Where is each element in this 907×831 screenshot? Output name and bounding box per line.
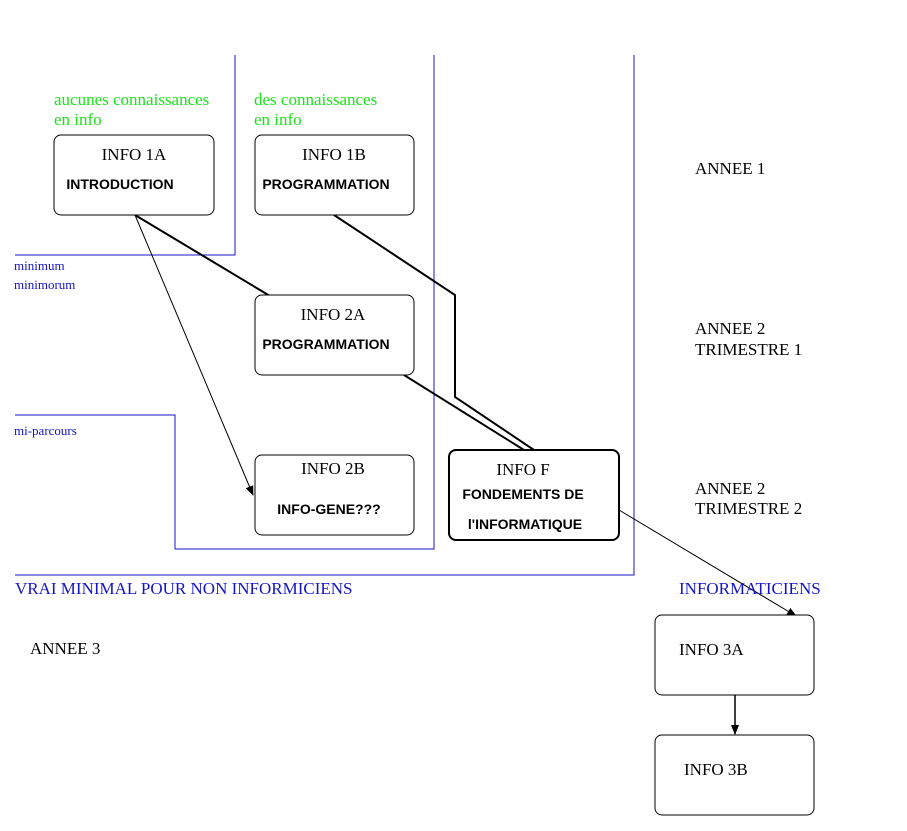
level-frames xyxy=(15,55,635,576)
course-code: INFO F xyxy=(496,460,549,479)
course-code: INFO 1A xyxy=(102,145,167,164)
course-subtitle: PROGRAMMATION xyxy=(262,336,389,352)
course-code: INFO 3A xyxy=(679,640,744,659)
course-code: INFO 2B xyxy=(301,459,365,478)
edge-info2a-infof xyxy=(403,374,525,451)
minimum-label-line1: minimum xyxy=(14,258,65,273)
minimum-frame xyxy=(15,55,236,256)
edge-info1b-infof xyxy=(333,214,535,451)
course-info2a: INFO 2A PROGRAMMATION xyxy=(254,294,415,376)
course-box xyxy=(254,134,415,216)
minimum-label-line2: minimorum xyxy=(14,277,75,292)
informaticiens-label: INFORMATICIENS xyxy=(679,579,821,598)
course-subtitle-line1: FONDEMENTS DE xyxy=(462,486,583,502)
course-subtitle-line2: l'INFORMATIQUE xyxy=(468,516,582,532)
course-box xyxy=(53,134,215,216)
vrai-minimal-frame xyxy=(15,55,635,576)
course-code: INFO 1B xyxy=(302,145,366,164)
year-annee3: ANNEE 3 xyxy=(30,639,100,658)
knowledge-labels: aucunes connaissances en info des connai… xyxy=(54,90,377,129)
course-info1a: INFO 1A INTRODUCTION xyxy=(53,134,215,216)
year-annee1: ANNEE 1 xyxy=(695,159,765,178)
level-labels: minimum minimorum mi-parcours VRAI MINIM… xyxy=(14,258,821,598)
edge-infof-info3a xyxy=(618,509,797,617)
course-box xyxy=(654,614,815,696)
course-info2b: INFO 2B INFO-GENE??? xyxy=(254,454,415,536)
course-info1b: INFO 1B PROGRAMMATION xyxy=(254,134,415,216)
course-code: INFO 3B xyxy=(684,760,748,779)
course-subtitle: INTRODUCTION xyxy=(66,176,173,192)
course-box xyxy=(254,454,415,536)
course-subtitle: INFO-GENE??? xyxy=(277,501,380,517)
some-knowledge-label-line1: des connaissances xyxy=(254,90,377,109)
year-annee2-t1-line2: TRIMESTRE 1 xyxy=(695,340,802,359)
course-subtitle: PROGRAMMATION xyxy=(262,176,389,192)
connectors xyxy=(134,214,797,735)
course-box xyxy=(448,449,620,541)
edge-info1a-info2b xyxy=(134,214,254,496)
year-annee2-t2-line1: ANNEE 2 xyxy=(695,479,765,498)
mi-parcours-label: mi-parcours xyxy=(14,423,77,438)
mi-parcours-frame xyxy=(15,55,435,550)
year-labels: ANNEE 1 ANNEE 2 TRIMESTRE 1 ANNEE 2 TRIM… xyxy=(30,159,802,658)
course-box xyxy=(654,734,815,816)
no-knowledge-label-line2: en info xyxy=(54,110,102,129)
edge-info1a-info2a xyxy=(134,214,271,297)
vrai-minimal-label: VRAI MINIMAL POUR NON INFORMICIENS xyxy=(15,579,353,598)
course-code: INFO 2A xyxy=(301,305,366,324)
no-knowledge-label-line1: aucunes connaissances xyxy=(54,90,209,109)
some-knowledge-label-line2: en info xyxy=(254,110,302,129)
year-annee2-t2-line2: TRIMESTRE 2 xyxy=(695,499,802,518)
course-infof: INFO F FONDEMENTS DE l'INFORMATIQUE xyxy=(448,449,620,541)
course-box xyxy=(254,294,415,376)
year-annee2-t1-line1: ANNEE 2 xyxy=(695,319,765,338)
course-info3b: INFO 3B xyxy=(654,734,815,816)
course-info3a: INFO 3A xyxy=(654,614,815,696)
